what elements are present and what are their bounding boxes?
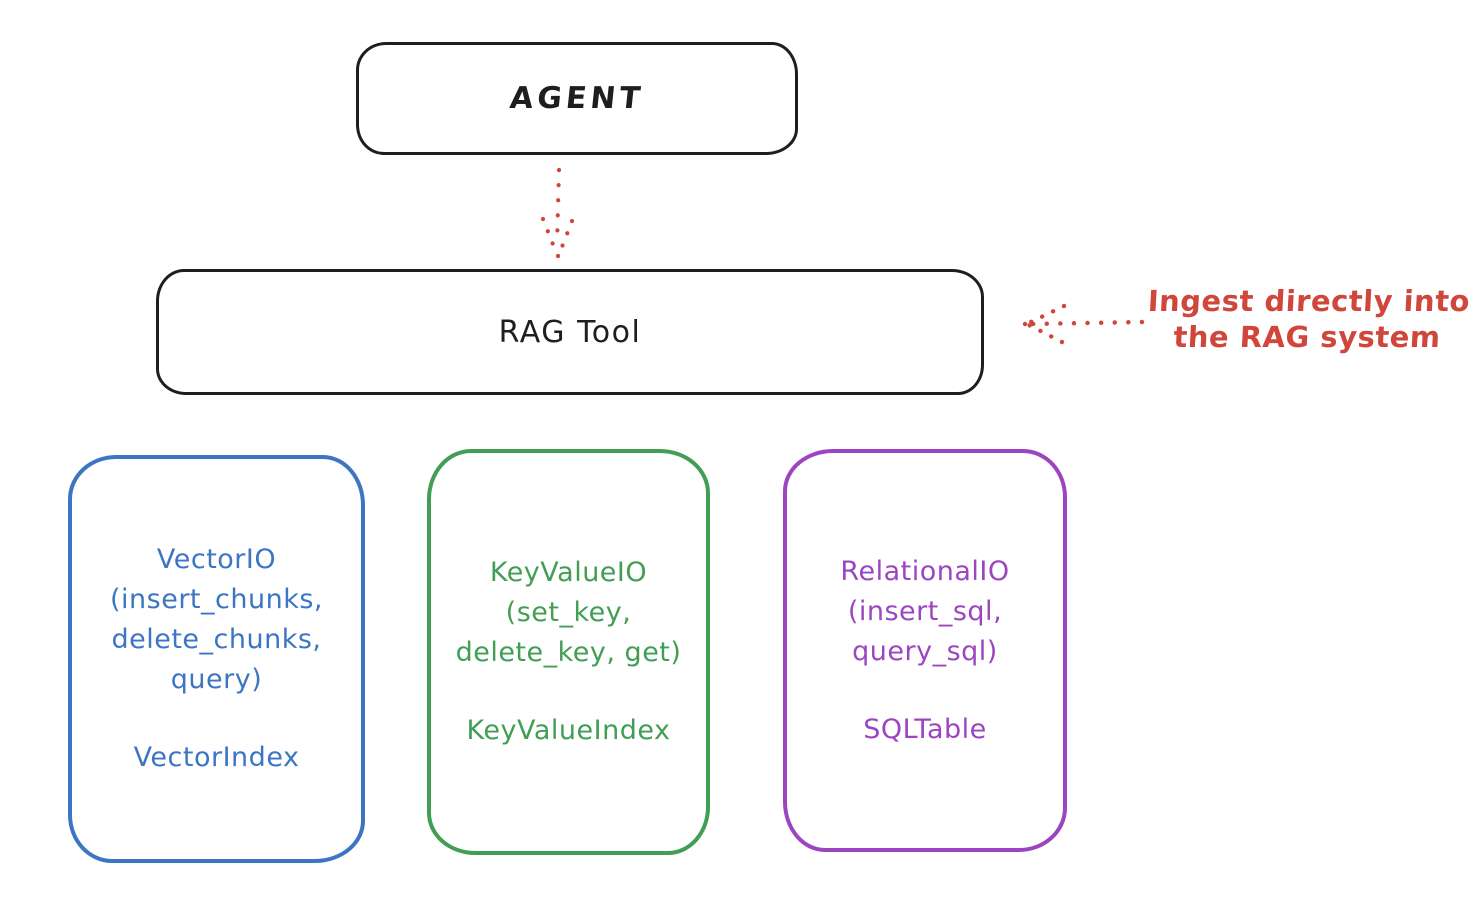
vectorio-box: VectorIO (insert_chunks, delete_chunks, … bbox=[68, 455, 365, 863]
relationalio-index: SQLTable bbox=[863, 713, 987, 745]
vectorio-methods: VectorIO (insert_chunks, delete_chunks, … bbox=[110, 544, 323, 695]
keyvalueio-index: KeyValueIndex bbox=[466, 715, 671, 746]
agent-label: AGENT bbox=[508, 81, 646, 116]
agent-to-ragtool-arrow-icon bbox=[540, 167, 575, 259]
rag-tool-label: RAG Tool bbox=[498, 314, 642, 350]
agent-box: AGENT bbox=[356, 42, 798, 155]
ingest-arrow-icon bbox=[1022, 303, 1145, 345]
ingest-annotation: Ingest directly into the RAG system bbox=[1146, 284, 1471, 354]
relationalio-box: RelationalIO (insert_sql, query_sql) SQL… bbox=[783, 449, 1067, 852]
vectorio-index: VectorIndex bbox=[133, 742, 300, 773]
keyvalueio-methods: KeyValueIO (set_key, delete_key, get) bbox=[455, 557, 682, 668]
rag-tool-box: RAG Tool bbox=[156, 269, 984, 395]
keyvalueio-box: KeyValueIO (set_key, delete_key, get) Ke… bbox=[427, 449, 710, 855]
relationalio-methods: RelationalIO (insert_sql, query_sql) bbox=[840, 555, 1010, 667]
